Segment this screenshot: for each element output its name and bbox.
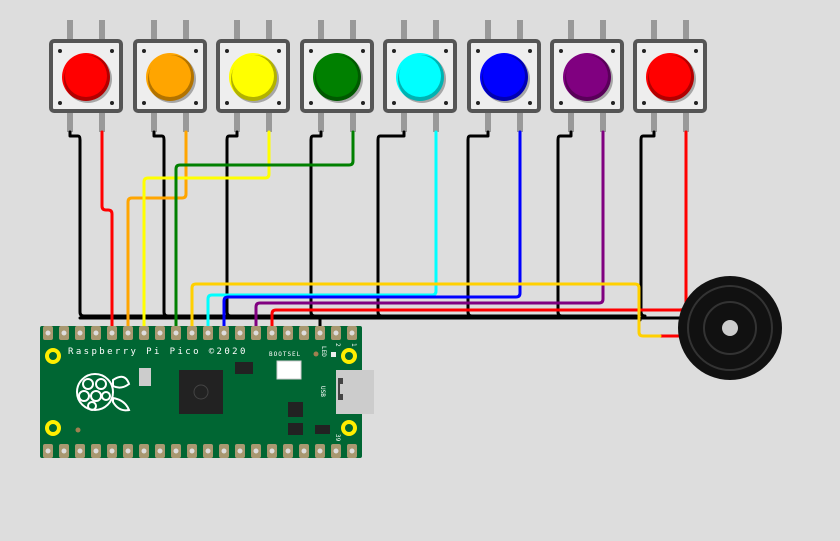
pushbutton-2[interactable] (133, 20, 207, 132)
wire-2 (152, 130, 170, 318)
pushbutton-7[interactable] (550, 20, 624, 132)
wire-15 (206, 130, 438, 335)
usb-label: USB (319, 386, 326, 397)
pushbutton-8[interactable] (633, 20, 707, 132)
wire-3 (225, 130, 239, 318)
pushbutton-4[interactable] (300, 20, 374, 132)
led-label: LED (320, 346, 327, 357)
raspberry-pi-pico[interactable]: Raspberry Pi Pico ©2020 BOOTSEL LED USB … (40, 326, 374, 458)
wire-7 (556, 130, 573, 318)
wire-12 (126, 130, 188, 335)
wire-11 (100, 130, 114, 335)
led (331, 352, 336, 357)
button-cap[interactable] (149, 55, 191, 97)
pico-label: Raspberry Pi Pico ©2020 (68, 347, 248, 357)
wire-13 (142, 130, 271, 335)
pushbutton-5[interactable] (383, 20, 457, 132)
button-cap[interactable] (316, 55, 358, 97)
wire-4 (309, 130, 323, 318)
wire-17 (254, 130, 605, 335)
pushbutton-6[interactable] (467, 20, 541, 132)
button-cap[interactable] (566, 55, 608, 97)
wire-16 (222, 130, 522, 335)
rp2040-chip (179, 370, 223, 414)
usb-port (336, 370, 374, 414)
raspberry-logo-icon (76, 373, 131, 412)
bootsel-label: BOOTSEL (269, 351, 301, 358)
pushbutton-3[interactable] (216, 20, 290, 132)
pin-1-label: 1 (350, 343, 357, 347)
wire-20 (190, 282, 662, 338)
button-cap[interactable] (649, 55, 691, 97)
button-cap[interactable] (232, 55, 274, 97)
button-cap[interactable] (65, 55, 107, 97)
wire-1 (68, 130, 642, 322)
button-cap[interactable] (399, 55, 441, 97)
buzzer[interactable] (678, 276, 782, 380)
pin-2-label: 2 (334, 343, 341, 347)
pin-39-label: 39 (334, 434, 341, 442)
wire-5 (376, 130, 406, 318)
wires (68, 130, 688, 338)
wire-6 (466, 130, 490, 318)
pushbutton-1[interactable] (49, 20, 123, 132)
bootsel-button[interactable] (276, 360, 302, 380)
button-cap[interactable] (483, 55, 525, 97)
wire-8 (639, 130, 656, 318)
wire-14 (174, 130, 355, 335)
